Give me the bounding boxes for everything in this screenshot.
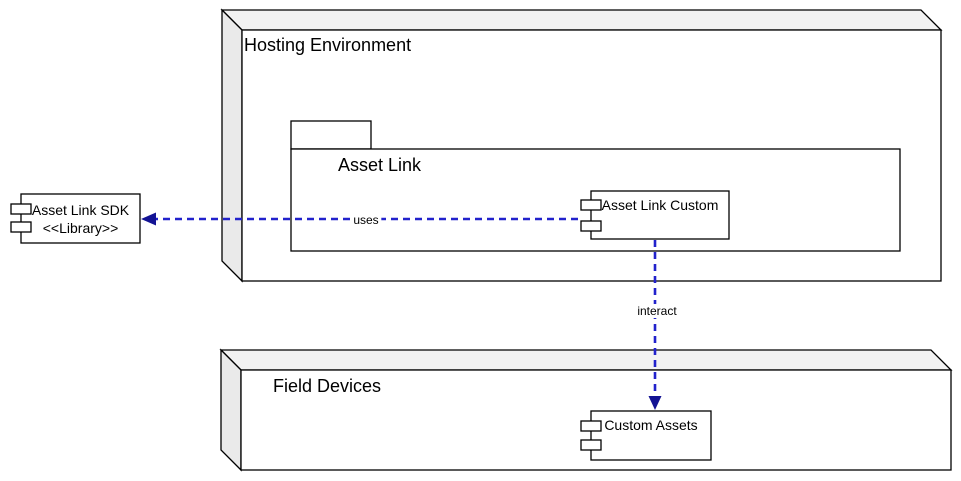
asset-link-package-title: Asset Link xyxy=(338,155,422,175)
component-tab-icon xyxy=(10,221,32,233)
component-body xyxy=(590,190,730,240)
component-body xyxy=(20,193,141,244)
component-tab-icon xyxy=(580,439,602,451)
field-devices-node xyxy=(219,348,953,472)
field-node-top-face xyxy=(219,349,953,371)
component-stereotype: <<Library>> xyxy=(42,219,119,236)
component-tab-icon xyxy=(580,199,602,211)
interact-dependency-edge xyxy=(648,240,662,410)
custom-assets-component xyxy=(580,410,712,461)
hosting-node-left-face xyxy=(221,8,243,283)
uses-arrowhead-icon xyxy=(141,212,156,226)
hosting-node-top-face xyxy=(220,9,943,31)
component-name: Asset Link SDK xyxy=(31,201,130,218)
field-node-left-face xyxy=(220,348,242,472)
package-tab xyxy=(290,120,372,150)
component-tab-icon xyxy=(580,220,602,232)
asset-link-sdk-label: Asset Link SDK <<Library>> xyxy=(21,194,140,243)
asset-link-custom-component xyxy=(580,190,730,240)
interact-arrowhead-icon xyxy=(648,396,662,410)
component-tab-icon xyxy=(580,420,602,432)
component-tab-icon xyxy=(10,203,32,215)
asset-link-custom-label: Asset Link Custom xyxy=(601,197,719,213)
custom-assets-label: Custom Assets xyxy=(604,417,698,433)
interact-edge-label: interact xyxy=(634,304,680,318)
field-devices-title: Field Devices xyxy=(273,376,382,396)
asset-link-sdk-component xyxy=(10,193,141,244)
uses-edge-label: uses xyxy=(350,213,382,227)
component-body xyxy=(590,410,712,461)
hosting-environment-title: Hosting Environment xyxy=(244,35,412,55)
